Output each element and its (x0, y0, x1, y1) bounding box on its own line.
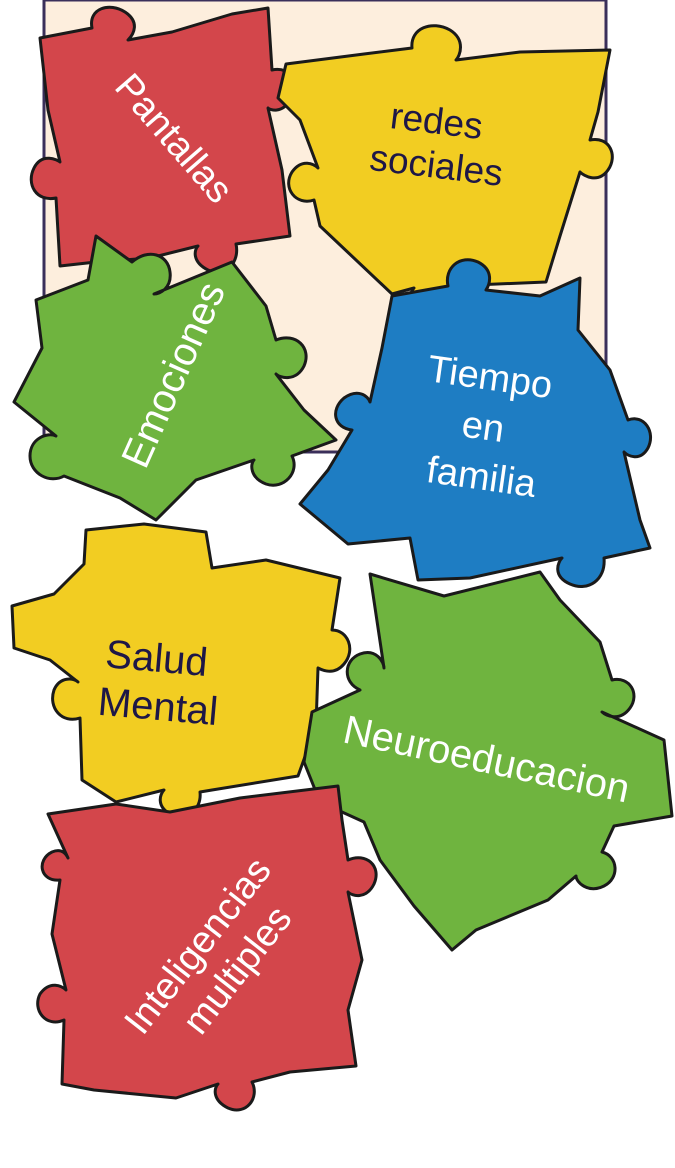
puzzle-piece-inteligencias-multiples: Inteligencias multiples (36, 784, 378, 1112)
puzzle-piece-neuroeducacion: Neuroeducacion (302, 570, 674, 952)
piece-label-tiempo-line-2: en (459, 404, 507, 451)
piece-label-salud-line-1: Salud (104, 632, 210, 685)
puzzle-piece-salud-mental: Salud Mental (10, 522, 352, 818)
piece-label-salud-line-2: Mental (96, 680, 219, 734)
piece-label-salud-mental: Salud Mental (96, 632, 224, 734)
piece-label-redes-sociales: redes sociales (368, 93, 511, 194)
puzzle-piece-emociones: Emociones (12, 234, 338, 522)
piece-label-tiempo-en-familia: Tiempo en familia (411, 348, 565, 508)
puzzle-piece-tiempo-en-familia: Tiempo en familia (298, 258, 652, 588)
puzzle-piece-pantallas: Pantallas (29, 5, 296, 274)
puzzle-piece-redes-sociales: redes sociales (276, 24, 614, 317)
